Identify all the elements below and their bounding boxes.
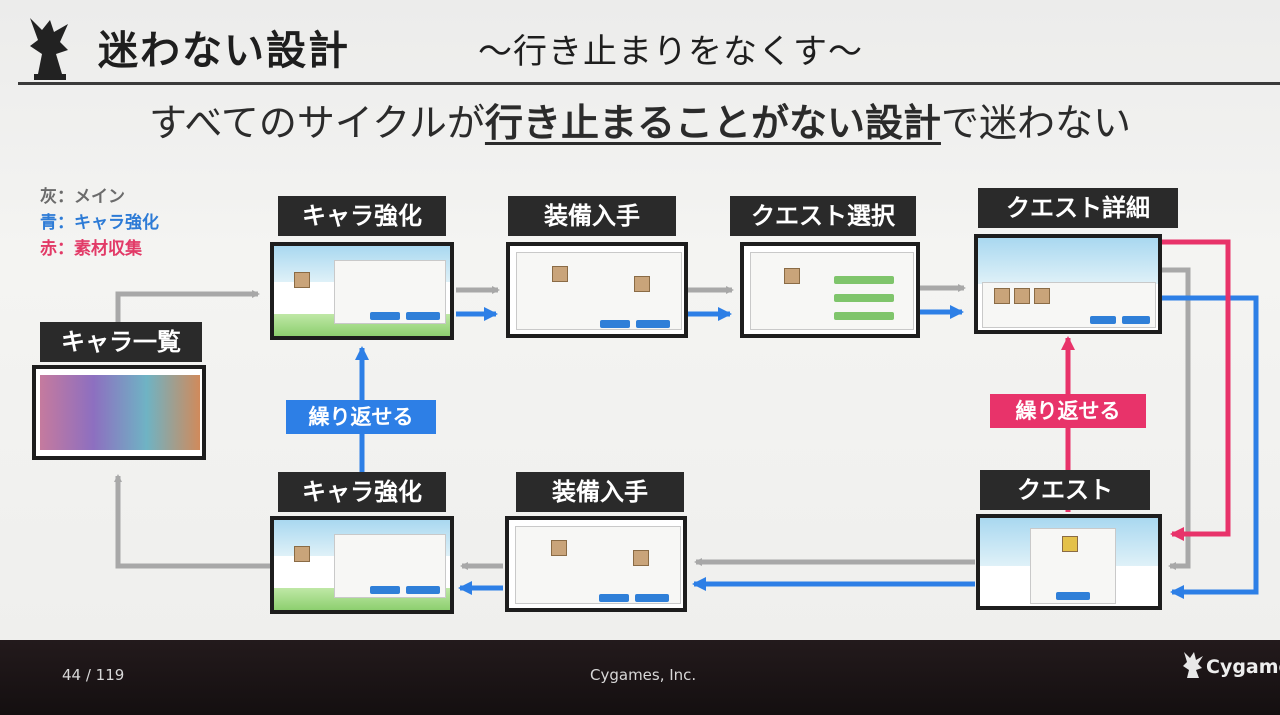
mascot-logo-icon <box>30 18 68 80</box>
headline: すべてのサイクルが行き止まることがない設計で迷わない <box>0 92 1280 147</box>
tag-repeat-red: 繰り返せる <box>990 394 1146 428</box>
screenshot-quest <box>976 514 1162 610</box>
label-equip-bottom: 装備入手 <box>516 472 684 512</box>
slide: 迷わない設計 〜行き止まりをなくす〜 すべてのサイクルが行き止まることがない設計… <box>0 0 1280 640</box>
cygames-logo-icon <box>1183 652 1203 678</box>
cygames-logo-text: Cygames <box>1206 656 1280 678</box>
headline-after: で迷わない <box>940 101 1131 145</box>
screenshot-chara-list <box>32 365 206 460</box>
label-equip-top: 装備入手 <box>508 196 676 236</box>
slide-subtitle: 〜行き止まりをなくす〜 <box>478 32 863 72</box>
screenshot-quest-select <box>740 242 920 338</box>
tag-repeat-blue: 繰り返せる <box>286 400 436 434</box>
screenshot-quest-detail <box>974 234 1162 334</box>
screenshot-chara-up-top <box>270 242 454 340</box>
headline-before: すべてのサイクルが <box>149 101 485 145</box>
blue-flow <box>355 295 1259 599</box>
legend-red: 赤：素材収集 <box>40 239 142 259</box>
screenshot-chara-up-bottom <box>270 516 454 614</box>
screenshot-equip-bottom <box>505 516 687 612</box>
title-divider <box>18 82 1280 85</box>
legend-blue: 青：キャラ強化 <box>40 213 159 233</box>
screenshot-equip-top <box>506 242 688 338</box>
gray-flow <box>114 267 1191 570</box>
slide-footer: 44 / 119 Cygames, Inc. Cygames <box>0 640 1280 715</box>
slide-title: 迷わない設計 <box>98 28 350 74</box>
label-quest-select: クエスト選択 <box>730 196 916 236</box>
company-name: Cygames, Inc. <box>590 666 697 684</box>
headline-emphasis: 行き止まることがない設計 <box>484 101 941 145</box>
page-number: 44 / 119 <box>62 666 125 684</box>
label-chara-up-top: キャラ強化 <box>278 196 446 236</box>
label-quest: クエスト <box>980 470 1150 510</box>
label-chara-up-bottom: キャラ強化 <box>278 472 446 512</box>
label-quest-detail: クエスト詳細 <box>978 188 1178 228</box>
label-chara-list: キャラ一覧 <box>40 322 202 362</box>
legend-gray: 灰：メイン <box>40 187 125 207</box>
